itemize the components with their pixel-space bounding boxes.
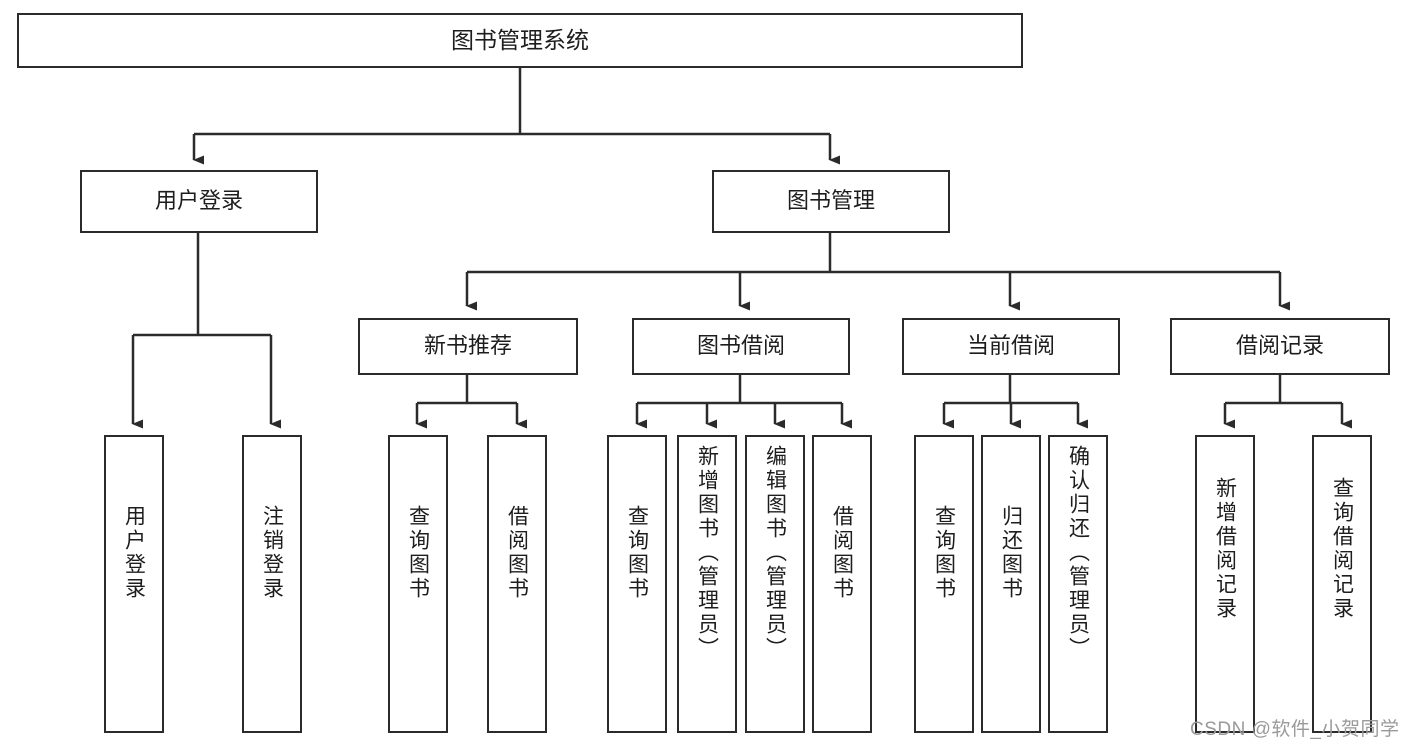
node-user-login-label: 用户登录 — [154, 188, 243, 214]
csdn-watermark: CSDN @软件_小贺同学 — [1190, 719, 1400, 740]
node-new-book-recommend[interactable]: 新书推荐 — [358, 318, 578, 375]
node-leaf-query-record[interactable]: 查询借阅记录 — [1312, 435, 1372, 733]
node-leaf-edit-book[interactable]: 编辑图书（管理员） — [745, 435, 805, 733]
node-root[interactable]: 图书管理系统 — [17, 13, 1023, 68]
node-book-management[interactable]: 图书管理 — [712, 170, 950, 233]
node-current-borrow-label: 当前借阅 — [966, 333, 1055, 359]
node-leaf-borrow-book-1[interactable]: 借阅图书 — [487, 435, 547, 733]
node-leaf-confirm-return-label: 确认归还（管理员） — [1066, 445, 1090, 661]
node-leaf-edit-book-label: 编辑图书（管理员） — [763, 445, 787, 661]
node-new-book-recommend-label: 新书推荐 — [423, 333, 512, 359]
node-leaf-borrow-book-2-label: 借阅图书 — [830, 505, 854, 601]
node-leaf-confirm-return[interactable]: 确认归还（管理员） — [1048, 435, 1108, 733]
node-leaf-add-record[interactable]: 新增借阅记录 — [1195, 435, 1255, 733]
node-leaf-add-book-label: 新增图书（管理员） — [695, 445, 719, 661]
node-leaf-query-book-2-label: 查询图书 — [625, 505, 649, 601]
node-book-borrow-label: 图书借阅 — [696, 333, 785, 359]
node-leaf-query-book-1-label: 查询图书 — [406, 505, 430, 601]
node-book-borrow[interactable]: 图书借阅 — [632, 318, 850, 375]
node-leaf-query-book-1[interactable]: 查询图书 — [388, 435, 448, 733]
node-leaf-return-book-label: 归还图书 — [999, 505, 1023, 601]
node-leaf-return-book[interactable]: 归还图书 — [981, 435, 1041, 733]
node-user-login[interactable]: 用户登录 — [80, 170, 318, 233]
node-borrow-record-label: 借阅记录 — [1235, 333, 1324, 359]
node-borrow-record[interactable]: 借阅记录 — [1170, 318, 1390, 375]
node-leaf-user-login-label: 用户登录 — [122, 505, 146, 601]
node-leaf-borrow-book-2[interactable]: 借阅图书 — [812, 435, 872, 733]
node-leaf-query-book-2[interactable]: 查询图书 — [607, 435, 667, 733]
node-leaf-logout-label: 注销登录 — [260, 505, 284, 601]
node-leaf-add-record-label: 新增借阅记录 — [1213, 477, 1237, 621]
node-leaf-borrow-book-1-label: 借阅图书 — [505, 505, 529, 601]
node-current-borrow[interactable]: 当前借阅 — [902, 318, 1120, 375]
node-leaf-add-book[interactable]: 新增图书（管理员） — [677, 435, 737, 733]
node-leaf-query-record-label: 查询借阅记录 — [1330, 477, 1354, 621]
node-leaf-user-login[interactable]: 用户登录 — [104, 435, 164, 733]
node-leaf-query-book-3-label: 查询图书 — [932, 505, 956, 601]
node-book-management-label: 图书管理 — [786, 188, 875, 214]
node-leaf-logout[interactable]: 注销登录 — [242, 435, 302, 733]
node-root-label: 图书管理系统 — [451, 27, 589, 54]
node-leaf-query-book-3[interactable]: 查询图书 — [914, 435, 974, 733]
